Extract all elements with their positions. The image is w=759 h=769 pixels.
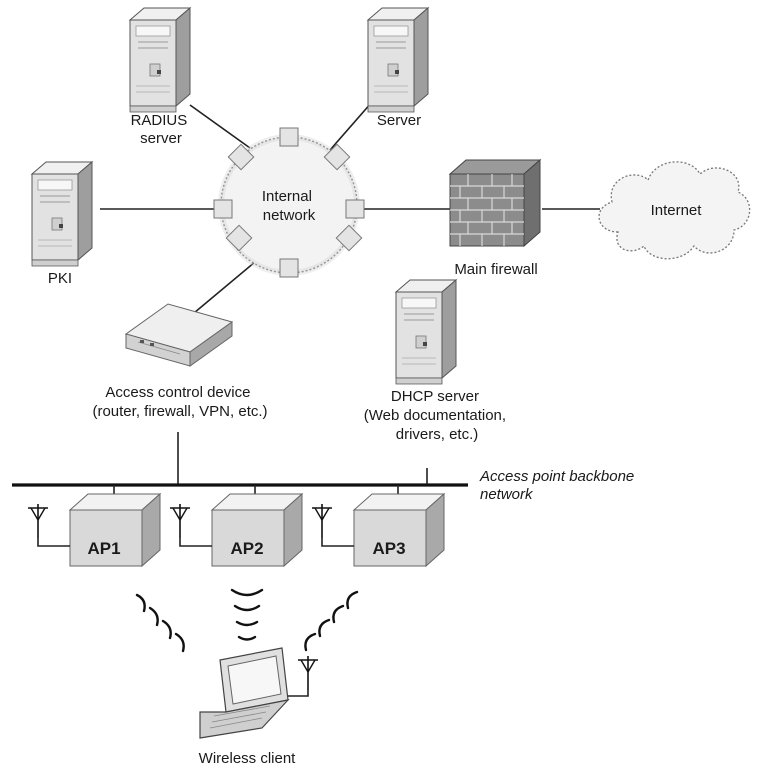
ap1-label: AP1 [87,539,120,558]
backbone-label: Access point backbone network [479,468,638,503]
radius-server-icon [129,7,191,113]
ap3-radio-waves-icon [304,590,359,652]
internal-network-ring-icon [213,127,365,278]
ap2-antenna-wire [179,538,212,547]
ap2-radio-waves-icon [230,588,264,641]
pki-server-icon [31,161,93,267]
server-label: Server [377,112,421,129]
ap1-antenna-icon [27,503,49,539]
radius-server-label: RADIUS server [131,112,192,147]
wireless-client-laptop-icon [199,647,290,739]
ap1-radio-waves-icon [135,593,185,653]
link-radius-network [189,104,251,149]
wireless-client-label: Wireless client [199,750,297,767]
pki-label: PKI [48,270,72,287]
ap3-antenna-wire [321,538,354,547]
access-control-device-router-icon [124,303,234,367]
internet-cloud-icon [598,161,751,260]
main-firewall-label: Main firewall [454,261,537,278]
wireless-client-antenna-wire [288,690,309,697]
wireless-client-antenna-icon [297,655,319,691]
main-firewall-brick-wall-icon [448,158,542,248]
dhcp-server-label: DHCP server (Web documentation, drivers,… [364,388,510,443]
ap3-antenna-icon [311,503,333,539]
dhcp-server-icon [395,279,457,385]
server-icon [367,7,429,113]
ap1-antenna-wire [37,538,70,547]
ap2-antenna-icon [169,503,191,539]
ap2-label: AP2 [230,539,263,558]
internet-label: Internet [651,202,703,219]
ap3-label: AP3 [372,539,405,558]
link-network-accessdevice [187,261,256,319]
access-control-device-label: Access control device (router, firewall,… [92,384,267,420]
internal-network-label: Internal network [262,188,316,224]
